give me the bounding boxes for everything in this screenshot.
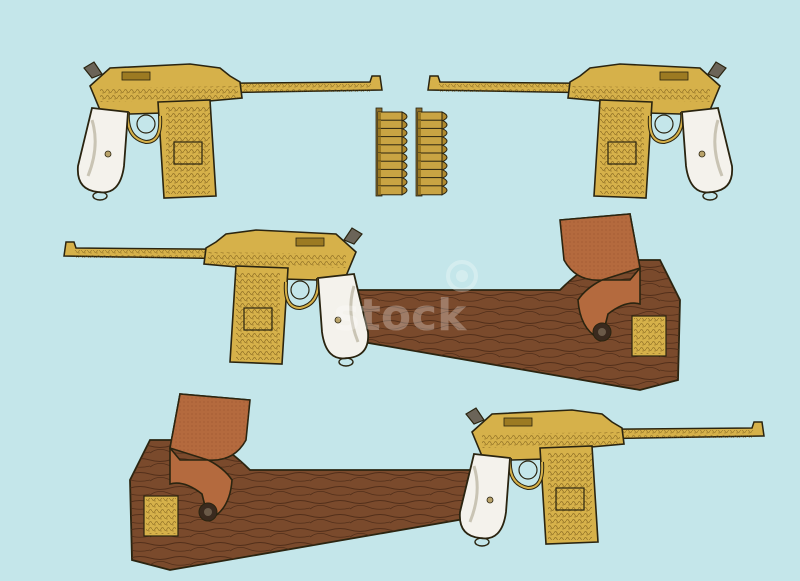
cartridge-left-6 — [377, 152, 408, 163]
stripper-clip-left — [375, 107, 408, 197]
cartridge-right-9 — [417, 177, 448, 188]
cartridge-right-3 — [417, 127, 448, 138]
cartridge-right-5 — [417, 144, 448, 155]
watermark-text: stock — [334, 290, 469, 341]
cartridge-left-1 — [377, 111, 408, 122]
cartridge-right-8 — [417, 168, 448, 179]
cartridge-right-4 — [417, 136, 448, 147]
cartridge-right-10 — [417, 185, 448, 196]
cartridge-left-2 — [377, 119, 408, 130]
watermark: stock — [334, 260, 478, 341]
cartridge-right-7 — [417, 160, 448, 171]
cartridge-right-1 — [417, 111, 448, 122]
cartridge-left-5 — [377, 144, 408, 155]
cartridge-left-7 — [377, 160, 408, 171]
cartridge-right-2 — [417, 119, 448, 130]
cartridge-left-4 — [377, 136, 408, 147]
cartridge-left-3 — [377, 127, 408, 138]
dreamstime-logo-icon — [446, 260, 478, 292]
cartridge-left-8 — [377, 168, 408, 179]
cartridge-right-6 — [417, 152, 448, 163]
cartridge-left-9 — [377, 177, 408, 188]
cartridge-left-10 — [377, 185, 408, 196]
stripper-clip-right — [415, 107, 448, 197]
